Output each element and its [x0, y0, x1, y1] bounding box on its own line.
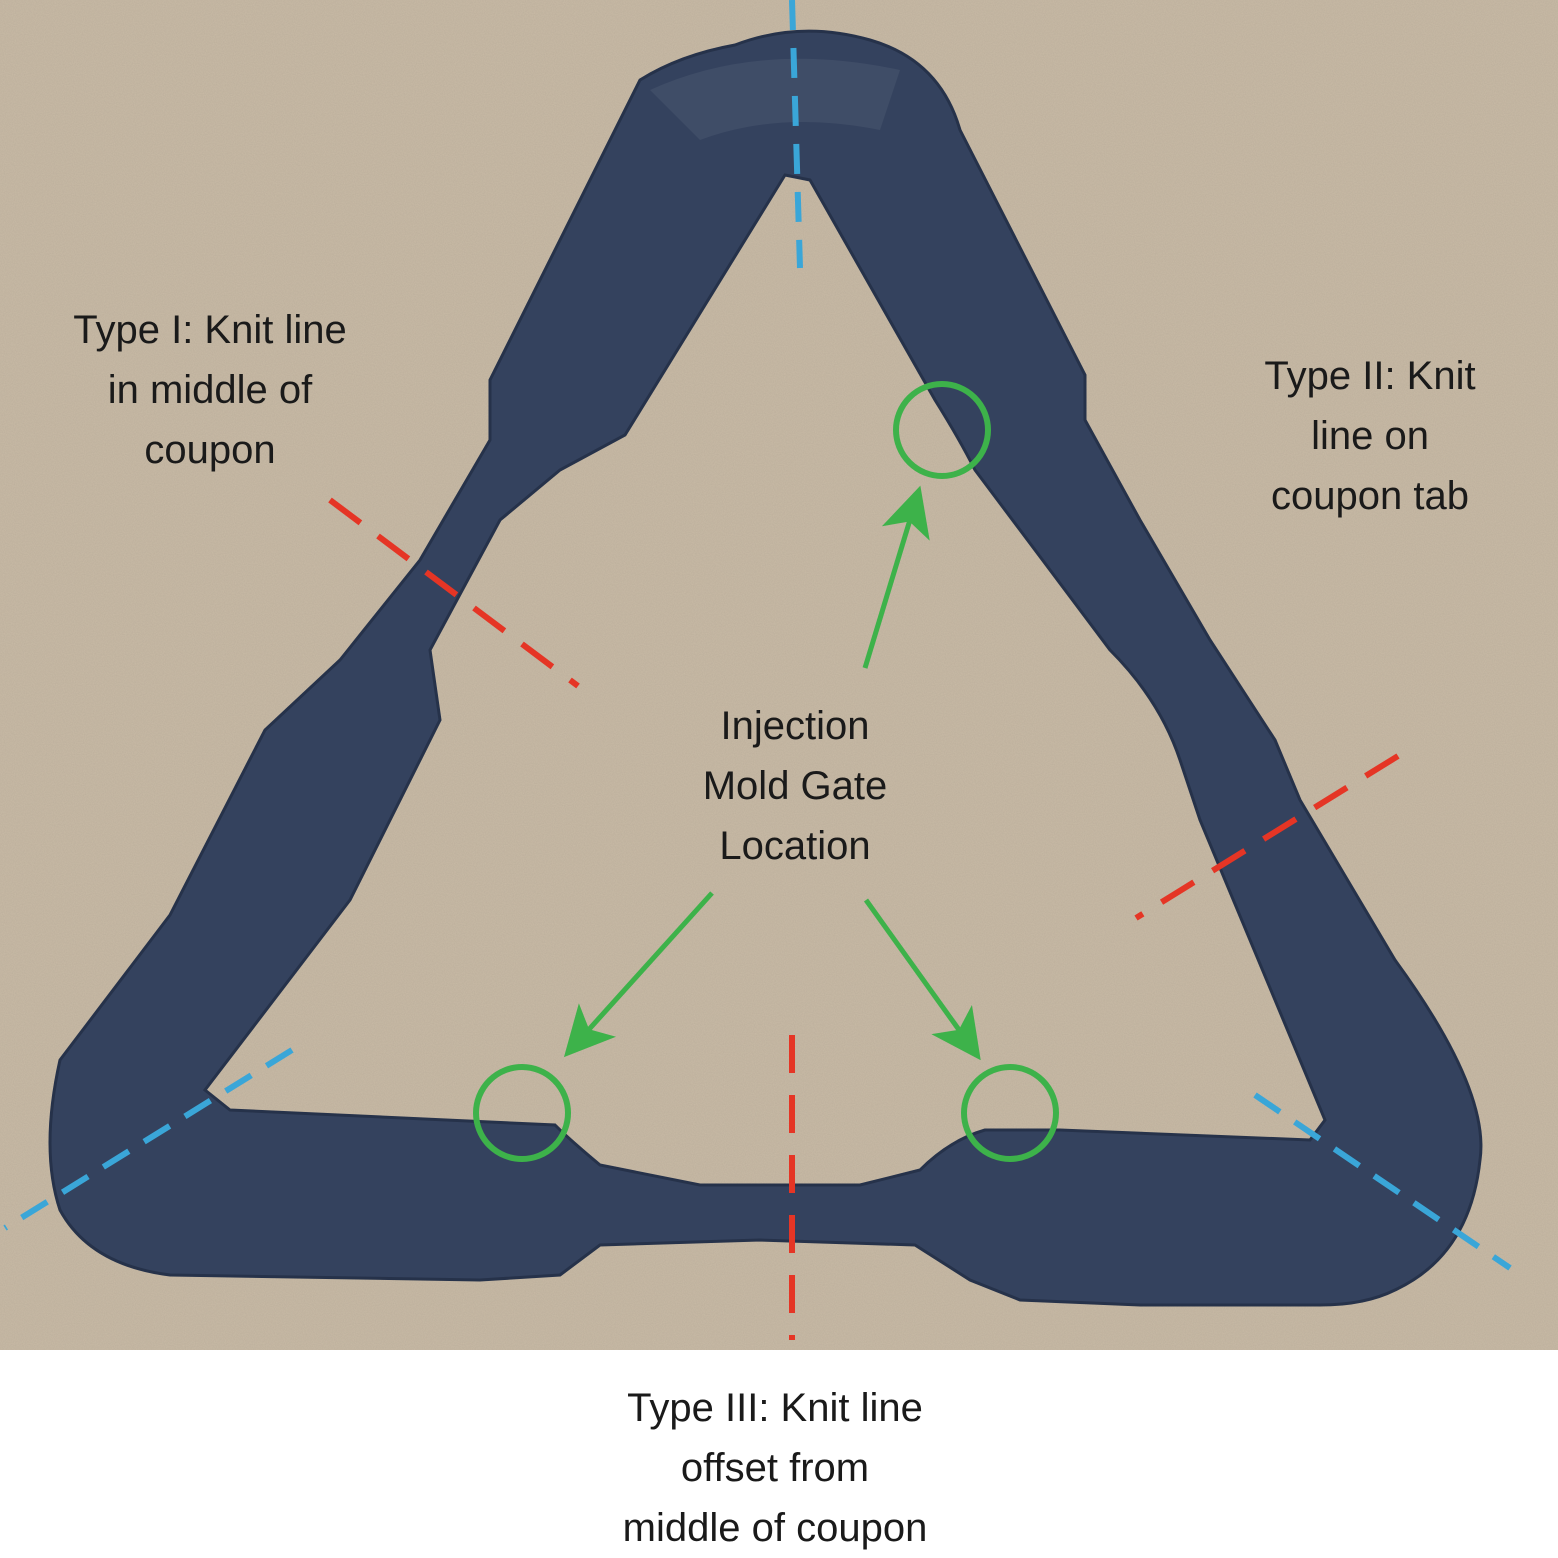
- label-injection-gate: Injection Mold Gate Location: [702, 704, 888, 868]
- label-type-2: Type II: Knit line on coupon tab: [1264, 354, 1476, 518]
- label-type-1: Type I: Knit line in middle of coupon: [73, 308, 347, 472]
- arrow-to-right-gate: [863, 898, 981, 1061]
- gate-circle-top: [893, 381, 991, 479]
- corner-line-right: [1253, 1092, 1512, 1271]
- knit-line-type2: [1134, 753, 1400, 921]
- arrow-to-top-gate: [862, 485, 930, 669]
- caption-strip: [0, 1350, 1558, 1558]
- knit-lines: [328, 497, 1400, 1340]
- corner-lines: [3, 0, 1512, 1271]
- gate-circle-right: [961, 1064, 1059, 1162]
- corner-line-left: [3, 1047, 294, 1231]
- coupon-sheen: [650, 58, 900, 140]
- gate-arrows: [563, 485, 981, 1061]
- label-type-3: Type III: Knit line offset from middle o…: [622, 1386, 928, 1550]
- arrow-to-left-gate: [563, 891, 714, 1058]
- knit-line-type1: [328, 497, 580, 689]
- gate-circle-left: [473, 1064, 571, 1162]
- gate-markers: [473, 381, 1059, 1162]
